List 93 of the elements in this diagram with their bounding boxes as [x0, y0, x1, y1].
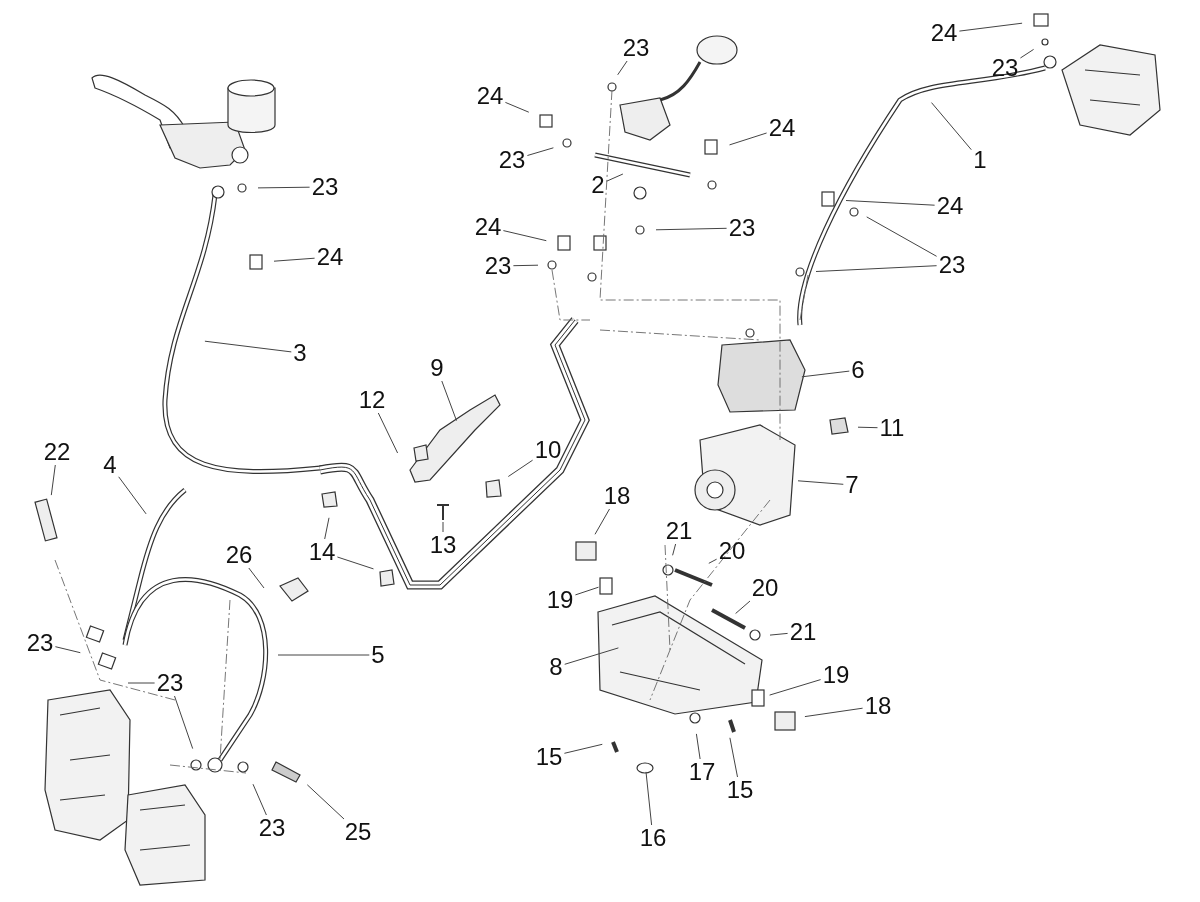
leader-line	[306, 784, 345, 820]
leader-line	[512, 264, 539, 267]
callout-number: 23	[25, 631, 55, 655]
callout-number: 4	[102, 453, 118, 477]
leader-line	[502, 230, 547, 242]
callout-number: 23	[937, 253, 967, 277]
leader-line	[801, 370, 850, 378]
callout-number: 1	[972, 148, 988, 172]
leader-line	[563, 743, 603, 754]
leader-line	[336, 556, 374, 570]
leader-line	[377, 412, 399, 454]
leader-line	[655, 227, 728, 231]
leader-line	[769, 679, 822, 696]
callout-number: 23	[497, 148, 527, 172]
leader-line	[672, 543, 677, 556]
leader-line	[845, 200, 936, 206]
leader-line	[645, 771, 653, 826]
callout-number: 22	[42, 440, 72, 464]
leader-line	[248, 567, 265, 589]
callout-number: 18	[863, 694, 893, 718]
leader-line	[252, 783, 267, 816]
leader-line	[54, 646, 81, 654]
callout-number: 24	[475, 84, 505, 108]
callout-number: 23	[990, 56, 1020, 80]
callout-number: 23	[483, 254, 513, 278]
leader-line	[442, 521, 444, 533]
leader-line	[866, 216, 938, 257]
leader-line	[507, 459, 534, 477]
leader-line	[50, 464, 56, 496]
callout-number: 24	[929, 21, 959, 45]
callout-number: 24	[935, 194, 965, 218]
leader-line	[958, 22, 1023, 32]
leader-line	[857, 426, 878, 429]
leader-line	[708, 558, 718, 564]
leader-line	[617, 60, 628, 76]
leader-line	[118, 476, 147, 515]
leader-line	[735, 600, 751, 614]
callout-number: 25	[343, 820, 373, 844]
leader-line	[257, 186, 311, 189]
leader-line	[504, 101, 530, 113]
callout-number: 21	[664, 519, 694, 543]
callout-number: 2	[590, 173, 606, 197]
callout-number: 23	[621, 36, 651, 60]
leader-line	[729, 132, 768, 146]
leader-line	[804, 707, 864, 718]
callout-number: 17	[687, 760, 717, 784]
callout-number: 19	[821, 663, 851, 687]
callout-number: 9	[429, 356, 445, 380]
leader-line	[729, 737, 738, 778]
leader-line	[931, 102, 972, 151]
callout-number: 16	[638, 826, 668, 850]
callout-number: 5	[370, 643, 386, 667]
leader-line	[695, 733, 701, 760]
leader-line	[815, 265, 938, 272]
leader-line	[769, 632, 789, 636]
callout-number: 7	[844, 473, 860, 497]
callout-number: 18	[602, 484, 632, 508]
callout-number: 15	[725, 778, 755, 802]
callout-number: 14	[307, 540, 337, 564]
leader-line	[606, 173, 624, 182]
callout-number: 24	[473, 215, 503, 239]
callout-number: 19	[545, 588, 575, 612]
callout-number: 21	[788, 620, 818, 644]
callout-number: 8	[548, 655, 564, 679]
callout-number: 24	[315, 245, 345, 269]
leader-line	[1019, 48, 1035, 59]
leader-line	[273, 257, 316, 262]
leader-line	[127, 682, 156, 684]
leader-line	[204, 340, 292, 353]
callout-number: 12	[357, 388, 387, 412]
callout-number: 13	[428, 533, 458, 557]
callout-number: 24	[767, 116, 797, 140]
leader-line	[574, 586, 599, 596]
callout-number: 23	[310, 175, 340, 199]
callout-number: 11	[878, 416, 906, 440]
callout-number: 20	[717, 539, 747, 563]
callout-number: 6	[850, 358, 866, 382]
leader-line	[594, 508, 610, 535]
leader-line	[797, 480, 844, 485]
callout-number: 10	[533, 438, 563, 462]
leader-line	[441, 380, 457, 422]
leader-line	[564, 647, 619, 665]
leader-line	[174, 695, 194, 750]
callout-number: 23	[257, 816, 287, 840]
callout-number: 26	[224, 543, 254, 567]
leader-line	[324, 517, 330, 540]
leader-line	[526, 147, 554, 156]
callout-number: 15	[534, 745, 564, 769]
callout-number: 3	[292, 341, 308, 365]
callout-number: 23	[155, 671, 185, 695]
callout-number: 20	[750, 576, 780, 600]
leader-line	[277, 654, 370, 656]
callout-number: 23	[727, 216, 757, 240]
